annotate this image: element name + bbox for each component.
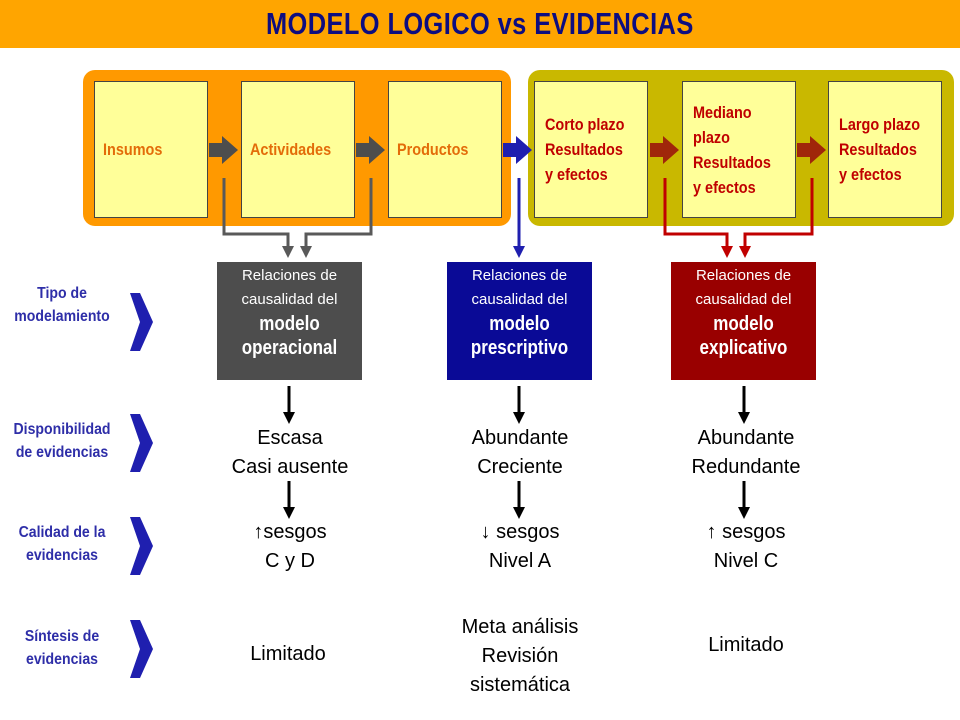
arrow-productos-corto: [503, 136, 532, 164]
stage-productos: Productos: [388, 81, 502, 218]
connector-largo-explicativo: [743, 178, 814, 248]
down-arrow-operacional-1-head: [283, 412, 295, 424]
stage-corto-plazo-label: Corto plazo Resultados y efectos: [545, 115, 625, 184]
side-arrow-sintesis: [130, 620, 153, 678]
stage-insumos: Insumos: [94, 81, 208, 218]
model-explicativo-prefix: Relaciones de causalidad del: [695, 267, 792, 308]
down-arrow-prescriptivo-1-head: [513, 412, 525, 424]
page-title: MODELO LOGICO vs EVIDENCIAS: [266, 6, 694, 41]
connector-productos-operacional-head: [300, 246, 312, 258]
disponibilidad-prescriptivo: Abundante Creciente: [471, 427, 569, 478]
down-arrow-operacional-2-head: [283, 507, 295, 519]
calidad-explicativo: ↑ sesgos Nivel C: [706, 521, 786, 572]
connector-corto-explicativo: [663, 178, 729, 248]
model-explicativo-name: modelo explicativo: [699, 313, 788, 359]
stage-largo-plazo: Largo plazo Resultados y efectos: [828, 81, 942, 218]
model-explicativo-box: Relaciones de causalidad del modelo expl…: [671, 262, 816, 380]
stage-actividades-label: Actividades: [250, 140, 332, 159]
stage-mediano-plazo: Mediano plazo Resultados y efectos: [682, 81, 796, 218]
down-arrow-prescriptivo-2-head: [513, 507, 525, 519]
row-label-calidad: Calidad de la evidencias: [18, 524, 106, 564]
connector-largo-explicativo-head: [739, 246, 751, 258]
row-label-sintesis: Síntesis de evidencias: [24, 628, 100, 668]
down-arrow-explicativo-1-head: [738, 412, 750, 424]
stage-mediano-plazo-label: Mediano plazo Resultados y efectos: [693, 102, 771, 197]
connector-corto-explicativo-head: [721, 246, 733, 258]
sintesis-explicativo: Limitado: [708, 634, 784, 656]
stage-insumos-label: Insumos: [103, 140, 163, 159]
disponibilidad-operacional: Escasa Casi ausente: [231, 427, 349, 478]
model-prescriptivo-name: modelo prescriptivo: [470, 313, 569, 359]
side-arrow-tipo: [130, 293, 153, 351]
side-arrow-calidad: [130, 517, 153, 575]
arrow-corto-mediano: [650, 136, 679, 164]
arrow-mediano-largo: [797, 136, 826, 164]
row-label-tipo: Tipo de modelamiento: [14, 285, 110, 325]
connector-corto-prescriptivo-head: [513, 246, 525, 258]
connector-productos-operacional: [304, 178, 373, 248]
calidad-prescriptivo: ↓ sesgos Nivel A: [480, 521, 560, 572]
stage-largo-plazo-label: Largo plazo Resultados y efectos: [839, 115, 921, 184]
model-operacional-prefix: Relaciones de causalidad del: [241, 267, 338, 308]
disponibilidad-explicativo: Abundante Redundante: [691, 427, 801, 478]
connector-insumos-operacional: [222, 178, 290, 248]
arrow-actividades-productos: [356, 136, 385, 164]
row-label-disponibilidad: Disponibilidad de evidencias: [13, 421, 111, 461]
sintesis-prescriptivo: Meta análisis Revisión sistemática: [461, 616, 579, 696]
stage-productos-label: Productos: [397, 140, 469, 159]
stage-corto-plazo: Corto plazo Resultados y efectos: [534, 81, 648, 218]
model-operacional-box: Relaciones de causalidad del modelo oper…: [217, 262, 362, 380]
down-arrow-explicativo-2-head: [738, 507, 750, 519]
calidad-operacional: ↑sesgos C y D: [253, 521, 327, 572]
stage-actividades: Actividades: [241, 81, 355, 218]
sintesis-operacional: Limitado: [250, 643, 326, 665]
model-operacional-name: modelo operacional: [241, 313, 338, 359]
connector-insumos-operacional-head: [282, 246, 294, 258]
title-bar: MODELO LOGICO vs EVIDENCIAS: [0, 0, 960, 48]
side-arrow-disponibilidad: [130, 414, 153, 472]
arrow-insumos-actividades: [209, 136, 238, 164]
model-prescriptivo-box: Relaciones de causalidad del modelo pres…: [447, 262, 592, 380]
model-prescriptivo-prefix: Relaciones de causalidad del: [471, 267, 568, 308]
